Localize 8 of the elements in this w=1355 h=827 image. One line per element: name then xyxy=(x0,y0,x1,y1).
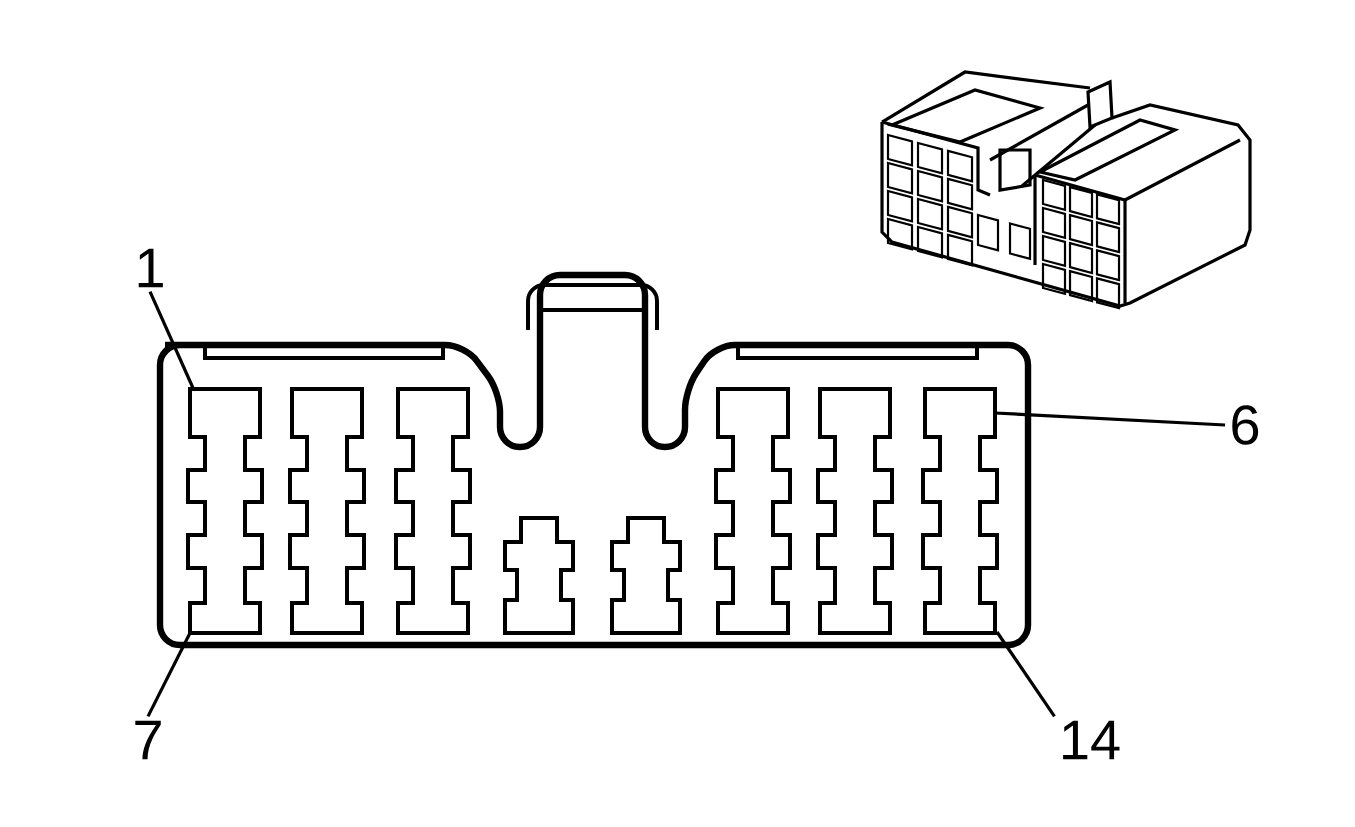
leader-line xyxy=(148,291,195,389)
pin-number: 6 xyxy=(1232,405,1259,445)
leader-line xyxy=(994,411,1226,427)
pin-number: 14 xyxy=(1063,720,1120,760)
pin-number: 1 xyxy=(138,248,163,288)
leader-line xyxy=(995,631,1056,718)
pin-number: 7 xyxy=(135,720,161,760)
leader-line xyxy=(146,632,192,718)
